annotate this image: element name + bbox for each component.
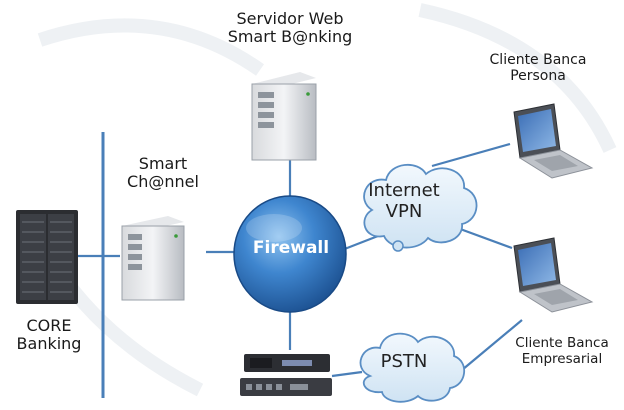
web-server-label: Servidor Web Smart B@nking <box>210 9 370 47</box>
client-persona-label: Cliente Banca Persona <box>478 52 598 84</box>
client-empresarial-label: Cliente Banca Empresarial <box>500 335 624 367</box>
internet-cloud-icon <box>363 164 478 252</box>
pstn-cloud-icon <box>359 332 465 403</box>
smart-channel-label: Smart Ch@nnel <box>108 154 218 192</box>
client-persona-label-line1: Cliente Banca <box>489 52 587 68</box>
internet-vpn-label: Internet VPN <box>352 180 456 222</box>
internet-label-line1: Internet <box>368 180 440 201</box>
smart-channel-label-line2: Ch@nnel <box>127 172 199 192</box>
smart-channel-server-icon <box>121 216 185 301</box>
modems-to-pstn-line <box>331 370 363 378</box>
core-banking-rack-icon <box>16 210 78 304</box>
laptop-empresarial-icon <box>513 237 594 313</box>
client-empresarial-label-line1: Cliente Banca <box>515 335 609 351</box>
firewall-to-internet-line <box>341 234 379 252</box>
web-server-label-line1: Servidor Web <box>236 9 344 28</box>
client-persona-label-line2: Persona <box>510 68 566 85</box>
firewall-label: Firewall <box>252 238 330 258</box>
core-banking-label-line1: CORE <box>26 316 72 335</box>
firewall-sphere <box>233 195 347 313</box>
modems-icon <box>240 354 332 396</box>
core-banking-label: CORE Banking <box>8 316 90 354</box>
smart-channel-label-line1: Smart <box>138 154 188 173</box>
client-empresarial-label-line2: Empresarial <box>521 350 603 367</box>
internet-label-line2: VPN <box>385 200 423 222</box>
pstn-label: PSTN <box>380 351 428 372</box>
internet-to-persona-line <box>431 142 511 168</box>
core-banking-label-line2: Banking <box>16 334 82 354</box>
pstn-to-empresarial-line <box>461 319 523 371</box>
web-server-label-line2: Smart B@nking <box>227 27 353 47</box>
web-server-icon <box>251 72 317 161</box>
laptop-persona-icon <box>513 103 594 179</box>
